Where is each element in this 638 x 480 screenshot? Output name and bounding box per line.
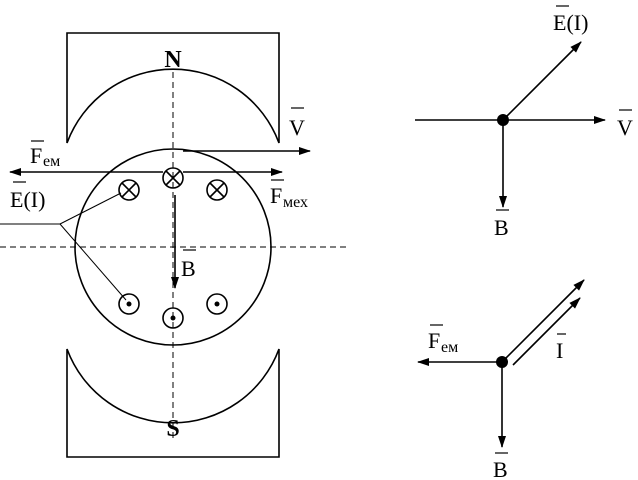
conductor-out-of-page-right — [206, 293, 228, 315]
velocity-label: V — [289, 115, 305, 140]
north-pole-piece — [66, 32, 280, 144]
vd1-emf-label: E(I) — [553, 10, 588, 35]
emf-leader-to-cross — [59, 192, 122, 225]
south-pole-piece — [66, 348, 280, 458]
vd2-origin-dot — [496, 356, 508, 368]
field-label: B — [181, 256, 196, 281]
vd2-field-label: B — [493, 457, 508, 480]
conductor-into-page-right — [206, 179, 228, 201]
em-force-label: F — [30, 143, 42, 168]
vd2-em-force-subscript: ем — [441, 339, 458, 356]
conductor-into-page-top — [162, 167, 184, 189]
emf-label: E(I) — [10, 187, 45, 212]
pole-south-label: S — [166, 416, 179, 442]
em-force-subscript: ем — [43, 153, 60, 170]
vd1-origin-dot — [497, 114, 509, 126]
vector-diagram-generator: E(I) V B — [415, 5, 633, 240]
vd1-emf-arrow — [502, 41, 582, 121]
conductor-out-of-page-bottom — [162, 307, 184, 329]
mech-force-label: F — [270, 183, 282, 208]
conductor-out-of-page-left — [118, 293, 140, 315]
vd1-velocity-label: V — [617, 115, 633, 140]
machine-cross-section: N S — [0, 32, 346, 458]
vd1-field-label: B — [494, 215, 509, 240]
emf-leader-to-dot — [59, 223, 127, 301]
vd2-em-force-label: F — [428, 328, 440, 353]
vd2-current-arrow — [512, 297, 581, 366]
mech-force-subscript: мех — [283, 194, 308, 211]
vector-diagram-motor: F ем I B — [417, 279, 585, 480]
vd2-current-label: I — [556, 338, 563, 363]
pole-north-label: N — [164, 47, 182, 73]
conductor-into-page-left — [118, 179, 140, 201]
vd2-emf-arrow — [501, 279, 585, 363]
